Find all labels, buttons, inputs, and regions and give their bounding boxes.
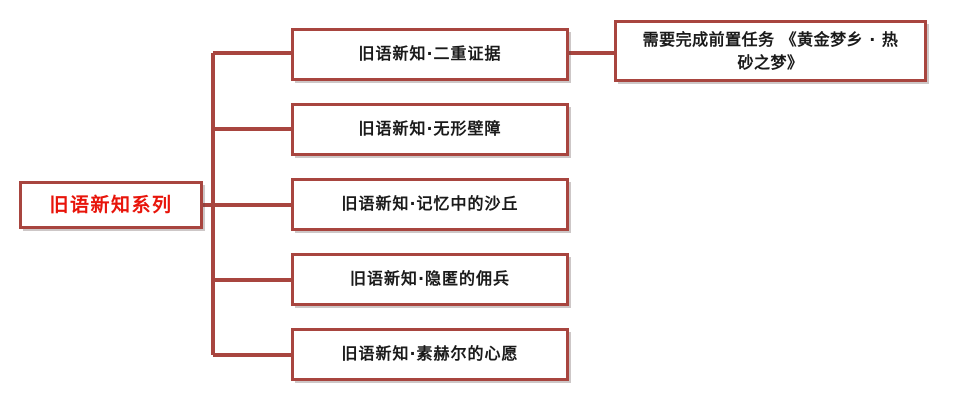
quest-node-label: 旧语新知·二重证据 bbox=[358, 44, 502, 64]
quest-node-4[interactable]: 旧语新知·隐匿的佣兵 bbox=[291, 253, 569, 306]
quest-node-label: 旧语新知·隐匿的佣兵 bbox=[349, 269, 511, 289]
quest-node-label: 旧语新知·记忆中的沙丘 bbox=[341, 194, 519, 214]
quest-node-5[interactable]: 旧语新知·素赫尔的心愿 bbox=[291, 328, 569, 381]
quest-node-1[interactable]: 旧语新知·二重证据 bbox=[291, 28, 569, 81]
quest-node-3[interactable]: 旧语新知·记忆中的沙丘 bbox=[291, 178, 569, 231]
root-node[interactable]: 旧语新知系列 bbox=[19, 181, 203, 229]
prerequisite-note-node[interactable]: 需要完成前置任务 《黄金梦乡 · 热 砂之梦》 bbox=[614, 20, 927, 82]
root-node-label: 旧语新知系列 bbox=[49, 193, 173, 216]
quest-node-label: 旧语新知·素赫尔的心愿 bbox=[341, 344, 519, 364]
prerequisite-note-label: 需要完成前置任务 《黄金梦乡 · 热 砂之梦》 bbox=[642, 29, 899, 72]
quest-node-label: 旧语新知·无形壁障 bbox=[358, 119, 502, 139]
quest-node-2[interactable]: 旧语新知·无形壁障 bbox=[291, 103, 569, 156]
